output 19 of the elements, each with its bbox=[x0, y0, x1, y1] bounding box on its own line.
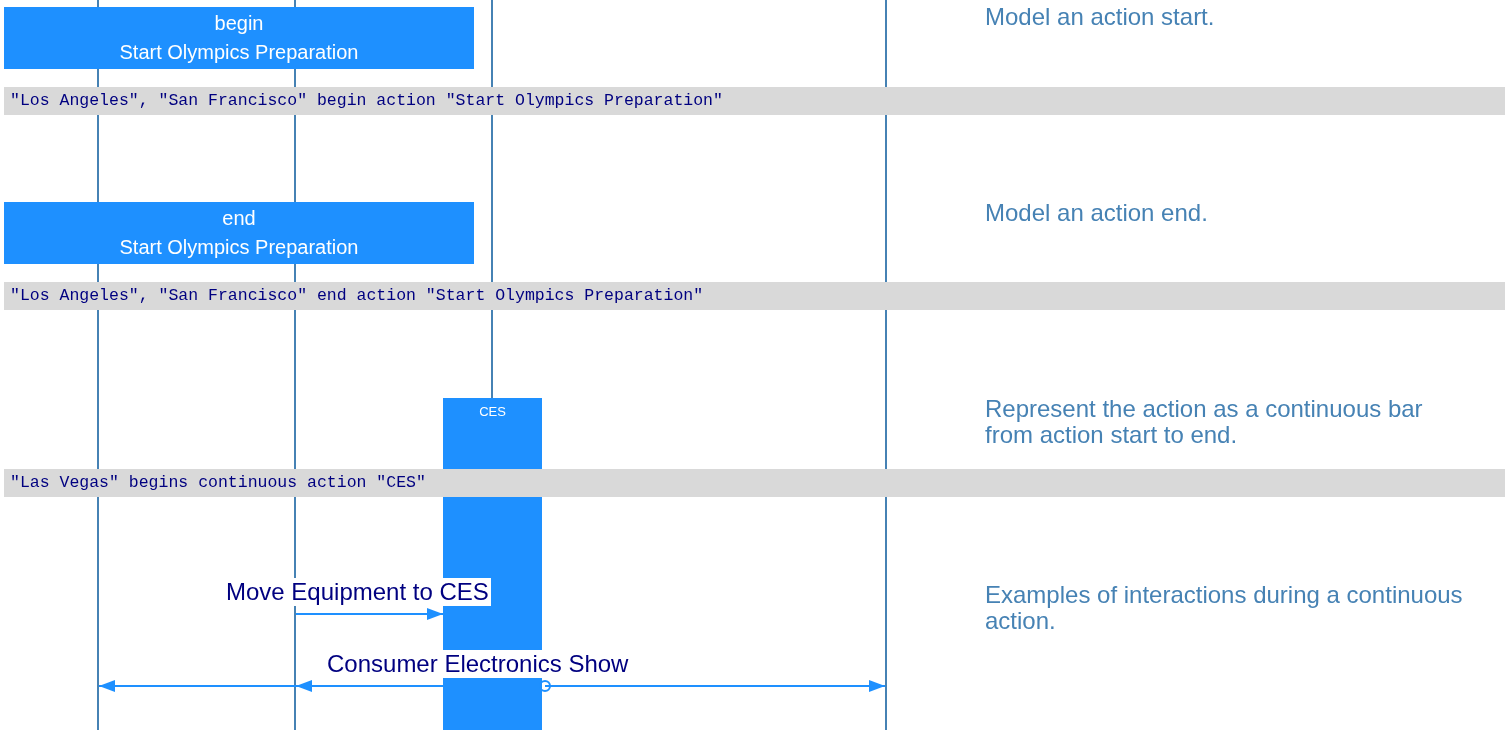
action-text: Start Olympics Preparation bbox=[119, 235, 359, 260]
action-box bbox=[4, 202, 474, 264]
action-text: begin bbox=[214, 11, 264, 36]
code-line: "Los Angeles", "San Francisco" end action "Start Olympics Preparation" bbox=[10, 286, 704, 305]
edge-label: Move Equipment to CES bbox=[224, 578, 491, 606]
message-arrow bbox=[539, 680, 886, 692]
note-text: Model an action start. bbox=[985, 4, 1216, 30]
action-text: Start Olympics Preparation bbox=[119, 40, 359, 65]
code-line: "Los Angeles", "San Francisco" begin action "Start Olympics Preparation" bbox=[10, 91, 723, 110]
message-arrow bbox=[295, 608, 444, 620]
action-text: end bbox=[222, 206, 256, 231]
edge-label: Consumer Electronics Show bbox=[325, 650, 631, 678]
note-text: Represent the action as a continuous bar from action start to end. bbox=[985, 396, 1424, 448]
action-box bbox=[4, 7, 474, 69]
code-line: "Las Vegas" begins continuous action "CES" bbox=[10, 473, 426, 492]
bar-title: CES bbox=[479, 404, 506, 419]
message-arrow bbox=[295, 680, 444, 692]
note-text: Model an action end. bbox=[985, 200, 1209, 226]
note-text: Examples of interactions during a continuous action. bbox=[985, 582, 1464, 634]
